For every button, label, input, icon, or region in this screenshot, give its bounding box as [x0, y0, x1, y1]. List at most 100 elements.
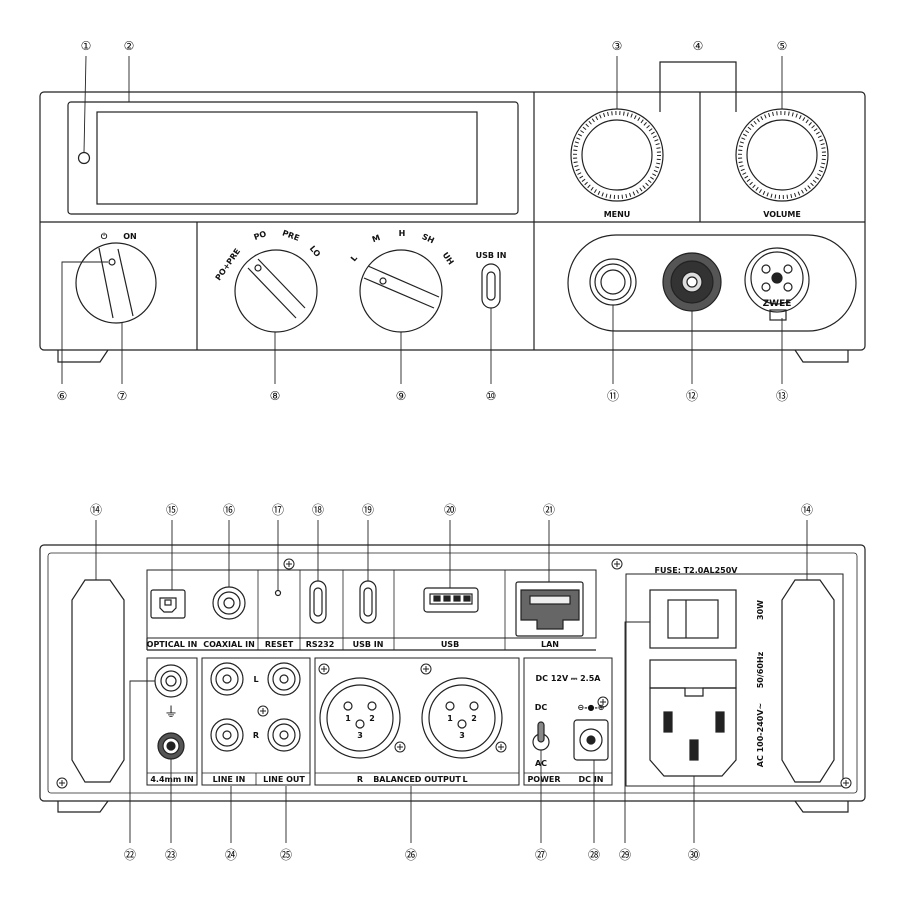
callout-19: ⑲	[362, 503, 374, 517]
vent-right	[781, 579, 835, 783]
gain-knob[interactable]	[359, 249, 443, 333]
back-leader-lines	[95, 520, 808, 843]
callout-5: ⑤	[777, 39, 788, 53]
line-in-r-rca[interactable]	[210, 718, 244, 752]
coaxial-in-port[interactable]	[212, 586, 246, 620]
gain-h-label: H	[399, 229, 406, 238]
power-switch-knob[interactable]	[75, 242, 157, 324]
vent-left	[71, 579, 125, 783]
back-usb-in-label: USB IN	[353, 640, 384, 649]
xlr-l-pin2: 2	[471, 714, 477, 723]
output-mode-knob[interactable]	[234, 249, 318, 333]
power-indicator-led	[77, 151, 91, 165]
callout-29: ㉙	[619, 848, 631, 862]
callout-24: ㉔	[225, 848, 237, 862]
dc-in-jack[interactable]	[573, 719, 609, 761]
callout-21: ㉑	[543, 503, 555, 517]
balanced-r-label: R	[357, 775, 363, 784]
back-usb-in-port[interactable]	[359, 580, 377, 624]
front-usb-c-port[interactable]	[481, 263, 501, 309]
xlr-r-pin2: 2	[369, 714, 375, 723]
in-4-4mm-label: 4.4mm IN	[150, 775, 193, 784]
line-in-l-rca[interactable]	[210, 662, 244, 696]
jack-4-4mm[interactable]	[662, 252, 722, 312]
callout-23: ㉓	[165, 848, 177, 862]
callout-16: ⑯	[223, 503, 235, 517]
callout-13: ⑬	[776, 389, 788, 403]
callout-20: ⑳	[444, 503, 456, 517]
dc-in-label: DC IN	[579, 775, 604, 784]
balanced-output-label: BALANCED OUTPUT	[373, 775, 461, 784]
back-labels: OPTICAL IN COAXIAL IN RESET RS232 USB IN…	[147, 566, 765, 784]
callout-30: ㉚	[688, 848, 700, 862]
xlr-r-pin1: 1	[345, 714, 351, 723]
callout-3: ③	[612, 39, 623, 53]
volume-knob[interactable]	[735, 108, 829, 202]
power-switch-on-label: ON	[123, 232, 137, 241]
callout-6: ⑥	[57, 389, 68, 403]
reset-button[interactable]	[274, 589, 282, 597]
front-usb-in-label: USB IN	[476, 251, 507, 260]
back-panel	[39, 544, 866, 813]
usb-a-port[interactable]	[423, 587, 479, 613]
jack-6-35mm[interactable]	[589, 258, 637, 306]
volume-label: VOLUME	[763, 210, 801, 219]
frequency-label: 50/60Hz	[756, 651, 765, 688]
dc-position-label: DC	[535, 703, 548, 712]
callout-2: ②	[124, 39, 135, 53]
line-out-r-rca[interactable]	[267, 718, 301, 752]
callout-9: ⑨	[396, 389, 407, 403]
callout-25: ㉕	[280, 848, 292, 862]
gain-uh-label: UH	[441, 251, 456, 267]
balanced-l-label: L	[462, 775, 467, 784]
xlr-brand-label: ZWEE	[763, 299, 792, 309]
line-out-l-rca[interactable]	[267, 662, 301, 696]
gain-l-label: L	[349, 254, 359, 264]
display-screen	[96, 111, 478, 205]
callout-8: ⑧	[270, 389, 281, 403]
callout-17: ⑰	[272, 503, 284, 517]
menu-knob[interactable]	[570, 108, 664, 202]
line-l-label: L	[253, 675, 258, 684]
callout-18: ⑱	[312, 503, 324, 517]
menu-label: MENU	[604, 210, 631, 219]
xlr-r-pin3: 3	[357, 731, 363, 740]
balanced-output-l-xlr[interactable]	[421, 677, 503, 759]
balanced-output-r-xlr[interactable]	[319, 677, 401, 759]
front-foot-right	[794, 349, 849, 363]
power-source-toggle[interactable]	[532, 721, 550, 751]
front-leader-lines	[61, 55, 783, 384]
callout-14-left: ⑭	[90, 503, 102, 517]
lan-port[interactable]	[515, 581, 584, 637]
headphone-jack-plate	[567, 234, 857, 332]
xlr-4pin-headphone-jack[interactable]	[744, 247, 810, 321]
lan-label: LAN	[541, 640, 559, 649]
line-in-label: LINE IN	[213, 775, 246, 784]
callout-1: ①	[81, 39, 92, 53]
fuse-holder	[649, 659, 737, 689]
output-pre-label: PRE	[281, 228, 301, 242]
dc-polarity-symbol: ⊖-●-⊕	[577, 703, 604, 712]
callout-27: ㉗	[535, 848, 547, 862]
line-out-label: LINE OUT	[263, 775, 305, 784]
callout-7: ⑦	[117, 389, 128, 403]
callout-4: ④	[693, 39, 704, 53]
callout-12: ⑫	[686, 389, 698, 403]
front-panel	[39, 61, 866, 363]
callout-15: ⑮	[166, 503, 178, 517]
callout-22: ㉒	[124, 848, 136, 862]
rs232-port[interactable]	[309, 580, 327, 624]
callout-10: ⑩	[486, 389, 497, 403]
optical-in-port[interactable]	[150, 589, 186, 619]
ground-terminal[interactable]	[154, 664, 188, 698]
in-4-4mm-port[interactable]	[157, 732, 185, 760]
xlr-l-pin3: 3	[459, 731, 465, 740]
back-callouts: ⑭ ⑭ ⑮ ⑯ ⑰ ⑱ ⑲ ⑳ ㉑ ㉒ ㉓ ㉔ ㉕ ㉖ ㉗ ㉘ ㉙ ㉚	[90, 503, 813, 862]
ac-power-rocker-switch[interactable]	[649, 589, 737, 649]
callout-28: ㉘	[588, 848, 600, 862]
gain-sh-label: SH	[421, 232, 436, 245]
power-rating-label: 30W	[756, 600, 765, 620]
dc-rating-label: DC 12V ⎓ 2.5A	[536, 674, 602, 683]
ac-iec-socket[interactable]	[649, 687, 737, 777]
